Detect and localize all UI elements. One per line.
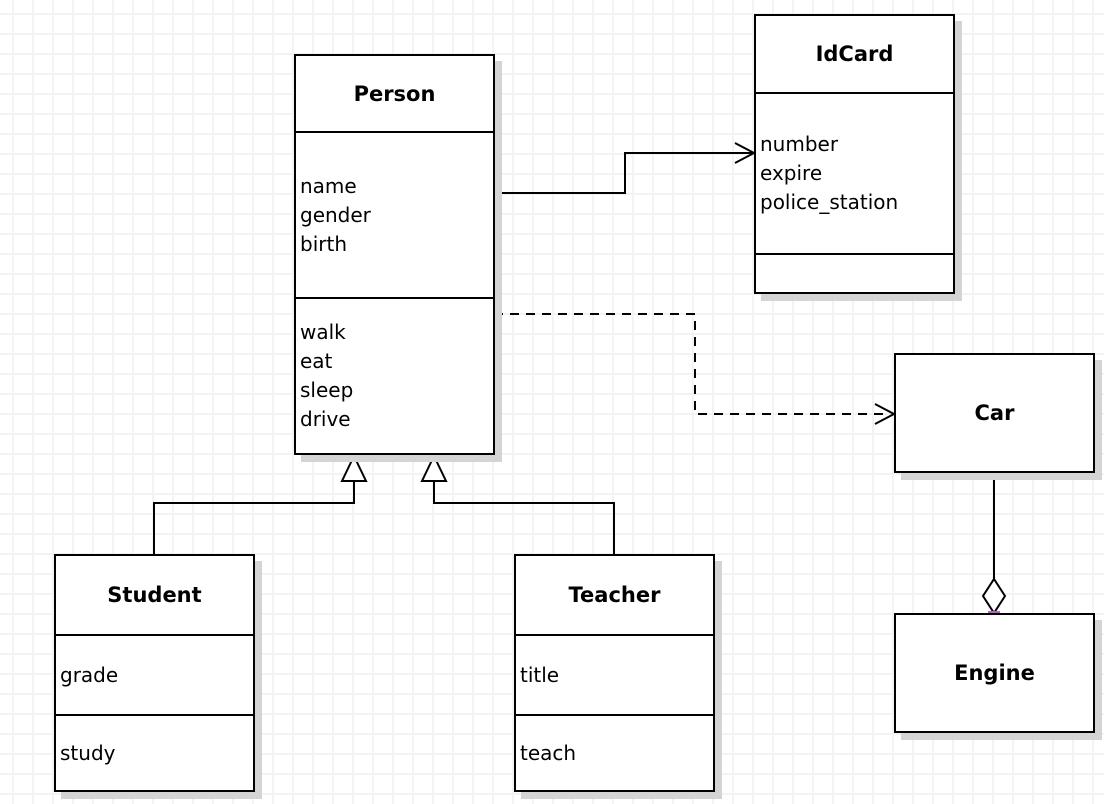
generalization-teacher-person[interactable] <box>420 453 615 554</box>
generalization-student-person[interactable] <box>153 453 368 554</box>
class-box-teacher[interactable]: Teacher title teach <box>514 554 715 792</box>
class-box-engine[interactable]: Engine <box>894 613 1095 733</box>
class-attributes-section: name gender birth <box>296 131 493 297</box>
class-title: Teacher <box>568 583 661 607</box>
class-box-person[interactable]: Person name gender birth walk eat sleep … <box>294 54 495 455</box>
hollow-diamond-icon <box>981 577 1007 615</box>
hollow-triangle-icon <box>340 453 368 482</box>
class-attributes-section: title <box>516 634 713 714</box>
association-person-idcard[interactable] <box>494 142 757 194</box>
generalization-line <box>433 481 615 554</box>
aggregation-car-engine[interactable] <box>981 467 1007 623</box>
class-attributes-section: number expire police_station <box>756 92 953 253</box>
class-box-student[interactable]: Student grade study <box>54 554 255 792</box>
class-title: Car <box>974 401 1015 425</box>
class-box-car[interactable]: Car <box>894 353 1095 473</box>
attribute: grade <box>60 662 119 687</box>
attribute: title <box>520 662 560 687</box>
class-title: IdCard <box>815 42 894 66</box>
attribute: expire <box>760 161 823 185</box>
class-title: Engine <box>954 661 1035 685</box>
class-attributes-section: grade <box>56 634 253 714</box>
method: drive <box>300 407 351 431</box>
association-line <box>494 152 752 194</box>
hollow-triangle-icon <box>420 453 448 482</box>
attribute: birth <box>300 231 347 256</box>
method: eat <box>300 349 333 373</box>
attribute: gender <box>300 202 371 227</box>
class-methods-section <box>756 253 953 292</box>
generalization-line <box>153 481 355 554</box>
class-methods-section: teach <box>516 714 713 790</box>
class-methods-section: walk eat sleep drive <box>296 297 493 453</box>
class-methods-section: study <box>56 714 253 790</box>
attribute: name <box>300 173 357 198</box>
class-title: Person <box>353 81 436 106</box>
attribute: police_station <box>760 190 899 214</box>
class-title: Student <box>107 583 202 607</box>
dependency-person-car[interactable] <box>494 313 897 425</box>
class-box-idcard[interactable]: IdCard number expire police_station <box>754 14 955 294</box>
dependency-line <box>494 313 888 415</box>
method: sleep <box>300 378 354 402</box>
method: walk <box>300 320 346 344</box>
method: study <box>60 740 116 765</box>
method: teach <box>520 740 577 765</box>
attribute: number <box>760 132 839 156</box>
